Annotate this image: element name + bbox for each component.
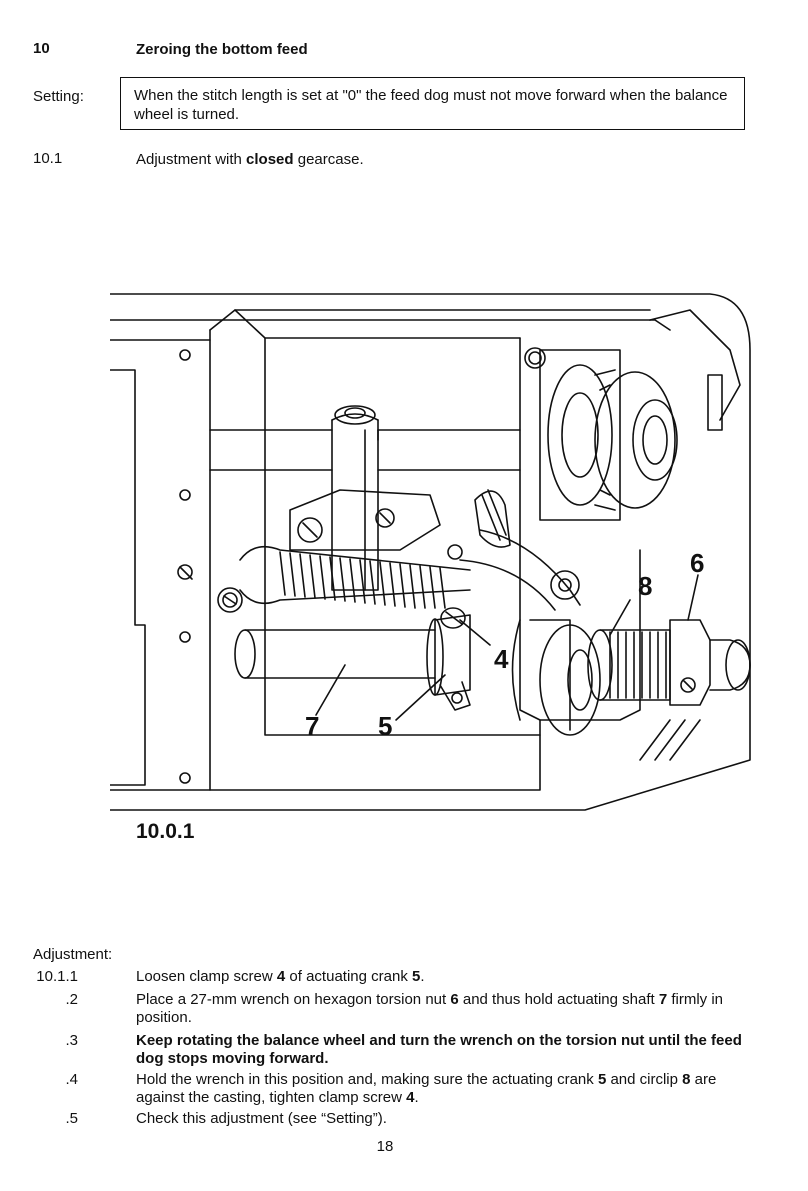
- leader-4: [459, 619, 491, 646]
- step-text: Check this adjustment (see “Setting”).: [136, 1110, 387, 1127]
- section-title: Zeroing the bottom feed: [136, 41, 308, 58]
- step-text: Loosen clamp screw 4 of actuating crank …: [136, 968, 425, 985]
- section-number: 10: [33, 40, 50, 57]
- subsection-post: gearcase.: [293, 151, 364, 168]
- feed-bracket: [289, 489, 441, 551]
- feed-lever: [459, 529, 581, 611]
- callout-8: 8: [638, 571, 652, 601]
- actuating-shaft: [244, 629, 436, 679]
- vertical-shaft: [331, 419, 379, 591]
- leader-6: [687, 574, 699, 621]
- spring-coils: [279, 551, 446, 609]
- gearcase-figure: 4 5 6 7 8: [110, 293, 751, 811]
- step-number: .2: [65, 991, 78, 1008]
- step-text: Keep rotating the balance wheel and turn…: [136, 1032, 742, 1067]
- callout-4: 4: [494, 644, 509, 674]
- circlip: [587, 629, 613, 701]
- hole: [179, 489, 191, 501]
- screw-head: [177, 564, 193, 580]
- subsection-text: Adjustment with closed gearcase.: [136, 150, 364, 169]
- actuating-crank: [434, 614, 471, 696]
- left-flange: [110, 369, 146, 786]
- balance-gear: [594, 371, 676, 509]
- setting-text: When the stitch length is set at "0" the…: [134, 87, 728, 123]
- spring-housing: [239, 545, 471, 605]
- callout-5: 5: [378, 711, 392, 741]
- top-screw: [524, 347, 546, 369]
- figure-label: 10.0.1: [136, 820, 195, 843]
- subsection-pre: Adjustment with: [136, 151, 247, 168]
- hole: [179, 349, 191, 361]
- leader-8: [609, 599, 631, 636]
- leader-5: [395, 674, 446, 721]
- housing-outline: [110, 293, 751, 811]
- step-text: Place a 27-mm wrench on hexagon torsion …: [136, 991, 724, 1026]
- gear-disc: [547, 364, 613, 506]
- lever-pivot: [550, 570, 580, 600]
- step-number: .5: [65, 1110, 78, 1127]
- housing-top-edge: [110, 319, 671, 331]
- adjustment-label: Adjustment:: [33, 946, 113, 963]
- clamp-screw: [440, 607, 466, 629]
- upper-rod: [209, 429, 521, 471]
- callout-7: 7: [305, 711, 319, 741]
- step-text: Hold the wrench in this position and, ma…: [136, 1071, 717, 1106]
- subsection-bold: closed: [246, 151, 294, 168]
- step-number: 10.1.1: [36, 968, 78, 985]
- step-number: .3: [65, 1032, 78, 1049]
- hole: [179, 631, 191, 643]
- hole: [179, 772, 191, 784]
- subsection-number: 10.1: [33, 150, 63, 167]
- page-number: 18: [376, 1138, 394, 1155]
- cavity-outline: [209, 329, 541, 791]
- setting-box: When the stitch length is set at "0" the…: [120, 77, 745, 130]
- setting-label: Setting:: [33, 88, 84, 105]
- callout-6: 6: [690, 548, 704, 578]
- step-number: .4: [65, 1071, 78, 1088]
- leader-7: [315, 664, 346, 716]
- torsion-nut: [669, 619, 711, 706]
